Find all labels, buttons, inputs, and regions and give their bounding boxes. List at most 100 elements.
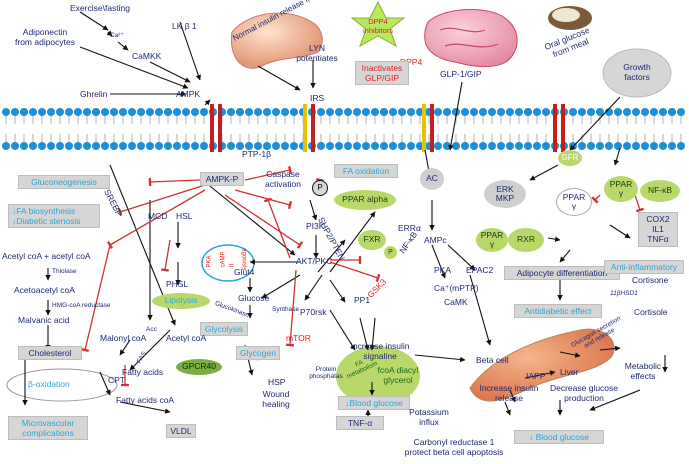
ppar-g-grey-line2: γ (571, 201, 577, 211)
ppar-rxr-line2: γ (489, 239, 495, 249)
potassium-line2: influx (419, 416, 439, 427)
lipid-head (524, 108, 532, 116)
hmg-label: HMG-coA reductase (52, 302, 111, 309)
lipid-head (515, 142, 523, 150)
lipid-head (74, 142, 82, 150)
ampk-label: AMPK (176, 89, 201, 99)
lipid-head (596, 108, 604, 116)
lipid-head (659, 142, 667, 150)
exercise-label: Exercise\fasting (70, 3, 130, 13)
lipid-head (578, 108, 586, 116)
lipid-head (479, 108, 487, 116)
wound-line2: healing (262, 398, 290, 409)
lipid-head (119, 142, 127, 150)
lipolysis-pill: Lipolysis (152, 293, 210, 309)
lipid-head (164, 108, 172, 116)
lipid-head (659, 108, 667, 116)
lipid-head (461, 108, 469, 116)
thiolase-label: Thiolase (52, 268, 77, 275)
lipid-head (452, 108, 460, 116)
lipid-head (155, 108, 163, 116)
lipid-head (56, 142, 64, 150)
lipid-head (317, 142, 325, 150)
lipid-head (245, 142, 253, 150)
lipid-head (2, 108, 10, 116)
ca-label: Ca²⁺ (110, 32, 124, 39)
growth-line2: factors (624, 71, 650, 82)
carbonyl-label: Carbonyl reductase 1 protect beta cell a… (386, 437, 522, 458)
pancreas-icon (230, 12, 323, 69)
lipid-head (515, 108, 523, 116)
lipid-head (632, 142, 640, 150)
lipid-head (128, 108, 136, 116)
lipid-head (47, 108, 55, 116)
lipid-head (272, 142, 280, 150)
fcoa-line1: fcoA diacyl (377, 365, 419, 375)
dpp4-label: DPP4 (400, 57, 423, 67)
lipid-head (434, 142, 442, 150)
lipid-head (533, 142, 541, 150)
lipid-head (398, 142, 406, 150)
blood-glucose-box-2: ↓ Blood glucose (514, 430, 604, 445)
tnf-box: TNF-α (336, 416, 384, 431)
fa-bio-line2: ↓Diabetic stenosis (12, 216, 81, 227)
carbonyl-line1: Carbonyl reductase 1 (413, 437, 495, 447)
ii-label: II (227, 263, 234, 268)
fcoa-label: fcoA diacyl glycerol (374, 365, 422, 386)
lipid-head (434, 108, 442, 116)
lipid-head (290, 142, 298, 150)
ppar-alpha-pill: PPAR alpha (334, 190, 396, 210)
glp1-label: GLP-1/GIP (440, 69, 482, 79)
lipid-head (173, 108, 181, 116)
micro-line1: Microvascular (21, 418, 75, 428)
lipid-head (29, 108, 37, 116)
adiponectin-line2: from adipocytes (15, 36, 75, 47)
cell-membrane (2, 108, 685, 150)
lipid-head (623, 142, 631, 150)
lipid-head (2, 142, 10, 150)
lipid-head (146, 108, 154, 116)
gfr-pill: GFR (558, 150, 582, 166)
lipid-head (254, 108, 262, 116)
pi3k-label: PI3K (306, 221, 325, 231)
dpp4i-line2: inhibitors (362, 25, 393, 35)
ppar-g-line1: PPAR (609, 178, 633, 189)
fxr-pill: FXR (358, 230, 386, 250)
lipid-head (380, 108, 388, 116)
ampc-label: AMPc (424, 235, 447, 245)
increase-release-label: Increase insulin release (472, 383, 546, 404)
ampk-p-box: AMPK-P (200, 172, 244, 187)
lipid-head (182, 142, 190, 150)
lipid-head (398, 108, 406, 116)
lipid-head (164, 142, 172, 150)
hsd-label: 11βHSD1 (610, 290, 638, 297)
lipid-head (380, 142, 388, 150)
lipid-head (326, 142, 334, 150)
gpcr40-pill: GPCR40 (176, 359, 222, 375)
cox-box: COX2 IL1 TNFα (638, 212, 678, 247)
lipid-head (29, 142, 37, 150)
lipid-head (101, 108, 109, 116)
lipid-head (506, 108, 514, 116)
lyn-line1: LYN (309, 43, 325, 53)
lipid-head (38, 108, 46, 116)
lipid-head (110, 142, 118, 150)
membrane-channel-icon (210, 104, 565, 152)
acetoacetyl-label: Acetoacetyl coA (14, 285, 75, 295)
wound-label: Wound healing (258, 389, 294, 410)
pka-circle-label: PKA (206, 255, 213, 268)
lipid-head (200, 142, 208, 150)
lipid-head (524, 142, 532, 150)
lipid-head (614, 142, 622, 150)
lipid-head (146, 142, 154, 150)
lipid-head (569, 108, 577, 116)
adiponectin-line1: Adiponectin (22, 27, 68, 37)
protein-phos-line1: Protein (315, 366, 337, 373)
lipid-head (245, 108, 253, 116)
lipid-head (335, 142, 343, 150)
